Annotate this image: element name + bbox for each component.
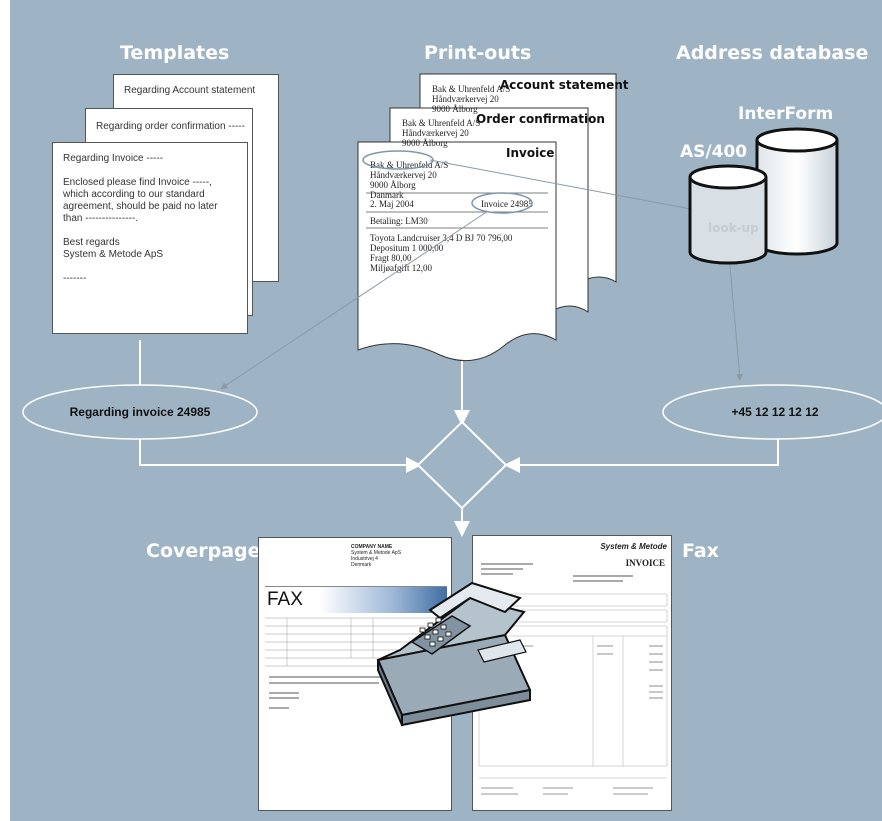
company-line: COMPANY NAME	[351, 544, 393, 550]
account-address: Bak & Uhrenfeld A/S Håndværkervej 20 900…	[432, 84, 510, 114]
address-line: Håndværkervej 20	[432, 94, 499, 104]
order-confirmation-title: Order confirmation	[476, 112, 605, 126]
invoice-title: Invoice	[506, 146, 555, 160]
regarding-ellipse	[22, 384, 258, 440]
phone-number-label: +45 12 12 12 12	[731, 405, 819, 419]
template-order-text: Regarding order confirmation -----	[96, 121, 245, 132]
item-line: Toyota Landcruiser 3,4 D BJ 70 796,00	[370, 233, 513, 243]
template-account-text: Regarding Account statement	[124, 85, 256, 96]
lookup-arrow-to-db	[429, 159, 714, 216]
fax-form-lines	[478, 563, 668, 795]
address-line: 9000 Ålborg	[432, 104, 478, 114]
fax-machine-icon	[376, 581, 532, 727]
fax-logo: System & Metode	[600, 542, 667, 551]
arrow-left-to-diamond	[139, 438, 422, 473]
template-line: Regarding Invoice -----	[63, 153, 164, 164]
fax-header: Fax	[682, 540, 719, 562]
item-line: Depositum 1 000,00	[370, 243, 444, 253]
template-line: System & Metode ApS	[63, 249, 164, 260]
fax-title-bar: FAX	[265, 586, 447, 613]
merge-diamond	[416, 420, 508, 510]
invoice-to-regarding-arrow	[220, 210, 489, 390]
as400-cylinder	[688, 164, 768, 265]
arrow-right-to-diamond	[504, 438, 779, 473]
phone-ellipse	[662, 384, 882, 440]
address-database-header: Address database	[676, 42, 869, 64]
invoice-address: Bak & Uhrenfeld A/S Håndværkervej 20 900…	[370, 160, 448, 200]
as400-label: AS/400	[680, 142, 748, 162]
coverpage-header: Coverpage	[146, 540, 261, 562]
address-highlight	[362, 150, 434, 170]
item-line: Fragt 80,00	[370, 253, 412, 263]
template-line: Best regards	[63, 237, 120, 248]
fax-title: FAX	[267, 589, 303, 610]
address-line: Bak & Uhrenfeld A/S	[370, 160, 449, 170]
address-line: Håndværkervej 20	[370, 170, 437, 180]
address-line: Håndværkervej 20	[402, 128, 469, 138]
invoice-number-highlight	[471, 192, 533, 214]
template-line: Enclosed please find Invoice -----,	[63, 177, 212, 188]
invoice-payment: Betaling: LM30	[370, 216, 428, 226]
fax-invoice-title: INVOICE	[625, 558, 665, 568]
order-address: Bak & Uhrenfeld A/S Håndværkervej 20 900…	[402, 118, 480, 148]
template-line: -------	[63, 273, 87, 284]
company-line: Industrivej 4	[351, 556, 378, 562]
address-line: 9000 Ålborg	[370, 180, 416, 190]
template-line: agreement, should be paid no later	[63, 201, 218, 212]
template-invoice-text: Regarding Invoice ----- Enclosed please …	[63, 153, 243, 285]
interform-label: InterForm	[738, 104, 834, 124]
template-line: which according to our standard	[63, 189, 205, 200]
invoice-date: 2. Maj 2004	[370, 199, 414, 209]
company-line: Denmark	[351, 562, 372, 568]
invoice-items: Toyota Landcruiser 3,4 D BJ 70 796,00 De…	[370, 233, 512, 273]
fax-invoice-document: System & Metode INVOICE	[472, 535, 672, 811]
printouts-header: Print-outs	[424, 42, 532, 64]
address-line: Bak & Uhrenfeld A/S	[402, 118, 481, 128]
account-statement-title: Account statement	[500, 78, 629, 92]
address-line: 9000 Ålborg	[402, 138, 448, 148]
item-line: Miljøafgift 12,00	[370, 263, 432, 273]
db-to-phone-arrow	[728, 254, 744, 381]
address-line: Bak & Uhrenfeld A/S	[432, 84, 511, 94]
printout-invoice-sheet	[357, 141, 557, 362]
cover-company-block: COMPANY NAME System & Metode ApS Industr…	[351, 544, 401, 568]
templates-header: Templates	[120, 42, 230, 64]
interform-cylinder	[755, 127, 839, 256]
template-line: than ---------------.	[63, 213, 138, 224]
template-invoice-sheet: Regarding Invoice ----- Enclosed please …	[52, 142, 248, 334]
regarding-invoice-label: Regarding invoice 24985	[69, 405, 211, 419]
invoice-number: Invoice 24985	[481, 199, 533, 209]
company-line: System & Metode ApS	[351, 550, 402, 556]
address-line: Danmark	[370, 190, 404, 200]
lookup-label: look-up	[708, 221, 759, 235]
